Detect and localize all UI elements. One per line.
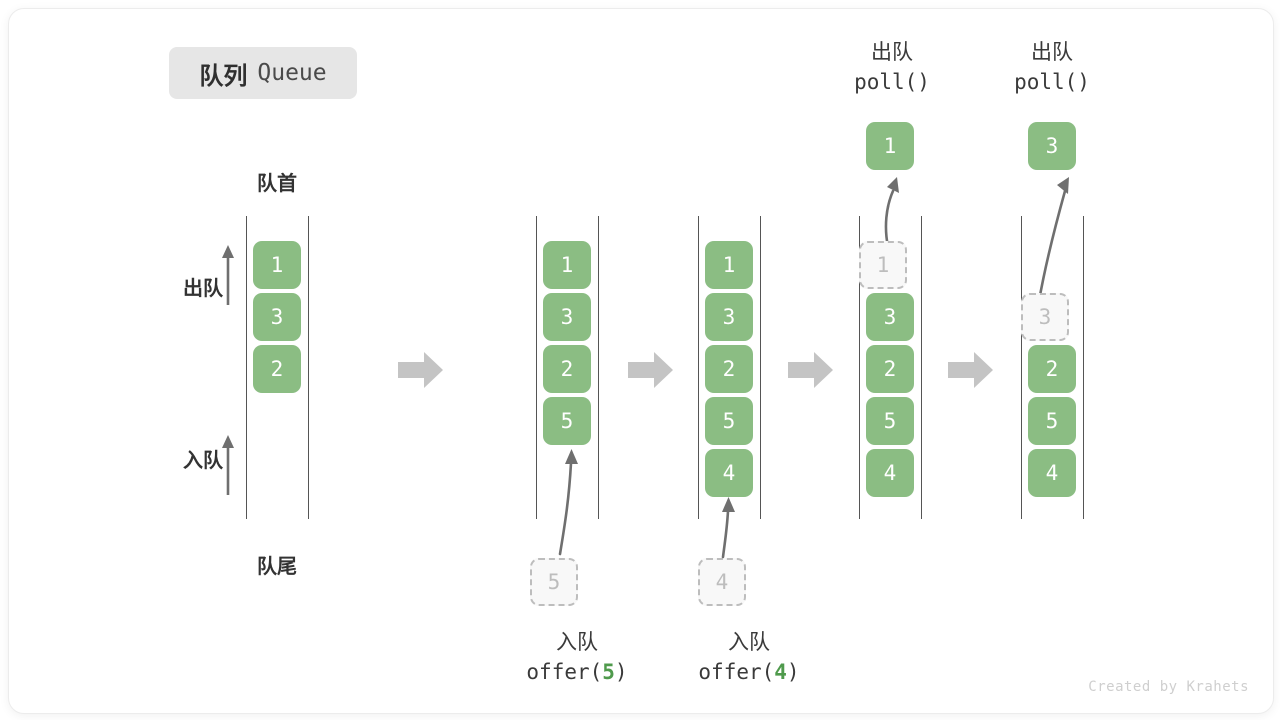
enqueue-label: 入队 xyxy=(183,448,223,472)
step-arrow-icon xyxy=(398,350,444,390)
queue-cell: 2 xyxy=(253,345,301,393)
rail-left-col1 xyxy=(246,216,247,519)
queue-cell: 4 xyxy=(866,449,914,497)
diagram-card: 队列 Queue 队首 队尾 出队 入队 1 3 2 1 3 2 5 5 xyxy=(8,8,1274,714)
popped-cell: 3 xyxy=(1028,122,1076,170)
rail-right-col5 xyxy=(1083,216,1084,519)
step-arrow-icon xyxy=(788,350,834,390)
title-badge: 队列 Queue xyxy=(169,47,357,99)
enqueue-curve-arrow-icon xyxy=(721,497,735,559)
queue-cell: 3 xyxy=(253,293,301,341)
popped-cell: 1 xyxy=(866,122,914,170)
queue-cell: 5 xyxy=(866,397,914,445)
queue-cell: 4 xyxy=(1028,449,1076,497)
dequeue-curve-arrow-icon xyxy=(1037,177,1069,303)
rail-left-col5 xyxy=(1021,216,1022,519)
operation-label: 出队 poll() xyxy=(854,40,930,95)
title-cn: 队列 xyxy=(199,61,248,90)
queue-cell: 1 xyxy=(253,241,301,289)
dequeue-arrow-icon xyxy=(218,243,238,305)
operation-label: 入队 offer(5) xyxy=(526,630,628,685)
rear-label: 队尾 xyxy=(257,554,297,578)
dequeue-curve-arrow-icon xyxy=(884,177,899,249)
dequeue-label: 出队 xyxy=(183,276,223,300)
queue-cell: 2 xyxy=(543,345,591,393)
incoming-ghost-cell: 4 xyxy=(698,558,746,606)
step-arrow-icon xyxy=(628,350,674,390)
queue-cell: 5 xyxy=(1028,397,1076,445)
queue-cell: 4 xyxy=(705,449,753,497)
queue-cell: 2 xyxy=(705,345,753,393)
enqueue-curve-arrow-icon xyxy=(558,449,578,556)
queue-cell: 1 xyxy=(543,241,591,289)
rail-left-col3 xyxy=(698,216,699,519)
enqueue-arrow-icon xyxy=(218,433,238,495)
title-en: Queue xyxy=(257,60,327,86)
step-arrow-icon xyxy=(948,350,994,390)
queue-cell: 3 xyxy=(866,293,914,341)
rail-left-col4 xyxy=(859,216,860,519)
incoming-ghost-cell: 5 xyxy=(530,558,578,606)
rail-left-col2 xyxy=(536,216,537,519)
rail-right-col1 xyxy=(308,216,309,519)
queue-cell: 5 xyxy=(543,397,591,445)
front-label: 队首 xyxy=(257,171,297,195)
credit-text: Created by Krahets xyxy=(1088,679,1249,695)
queue-cell: 5 xyxy=(705,397,753,445)
queue-cell: 1 xyxy=(705,241,753,289)
queue-cell: 2 xyxy=(1028,345,1076,393)
rail-right-col3 xyxy=(760,216,761,519)
rail-right-col4 xyxy=(921,216,922,519)
operation-label: 出队 poll() xyxy=(1014,40,1090,95)
queue-cell: 2 xyxy=(866,345,914,393)
rail-right-col2 xyxy=(598,216,599,519)
queue-cell: 3 xyxy=(705,293,753,341)
queue-cell-ghost: 1 xyxy=(859,241,907,289)
queue-cell: 3 xyxy=(543,293,591,341)
queue-cell-ghost: 3 xyxy=(1021,293,1069,341)
operation-label: 入队 offer(4) xyxy=(698,630,800,685)
